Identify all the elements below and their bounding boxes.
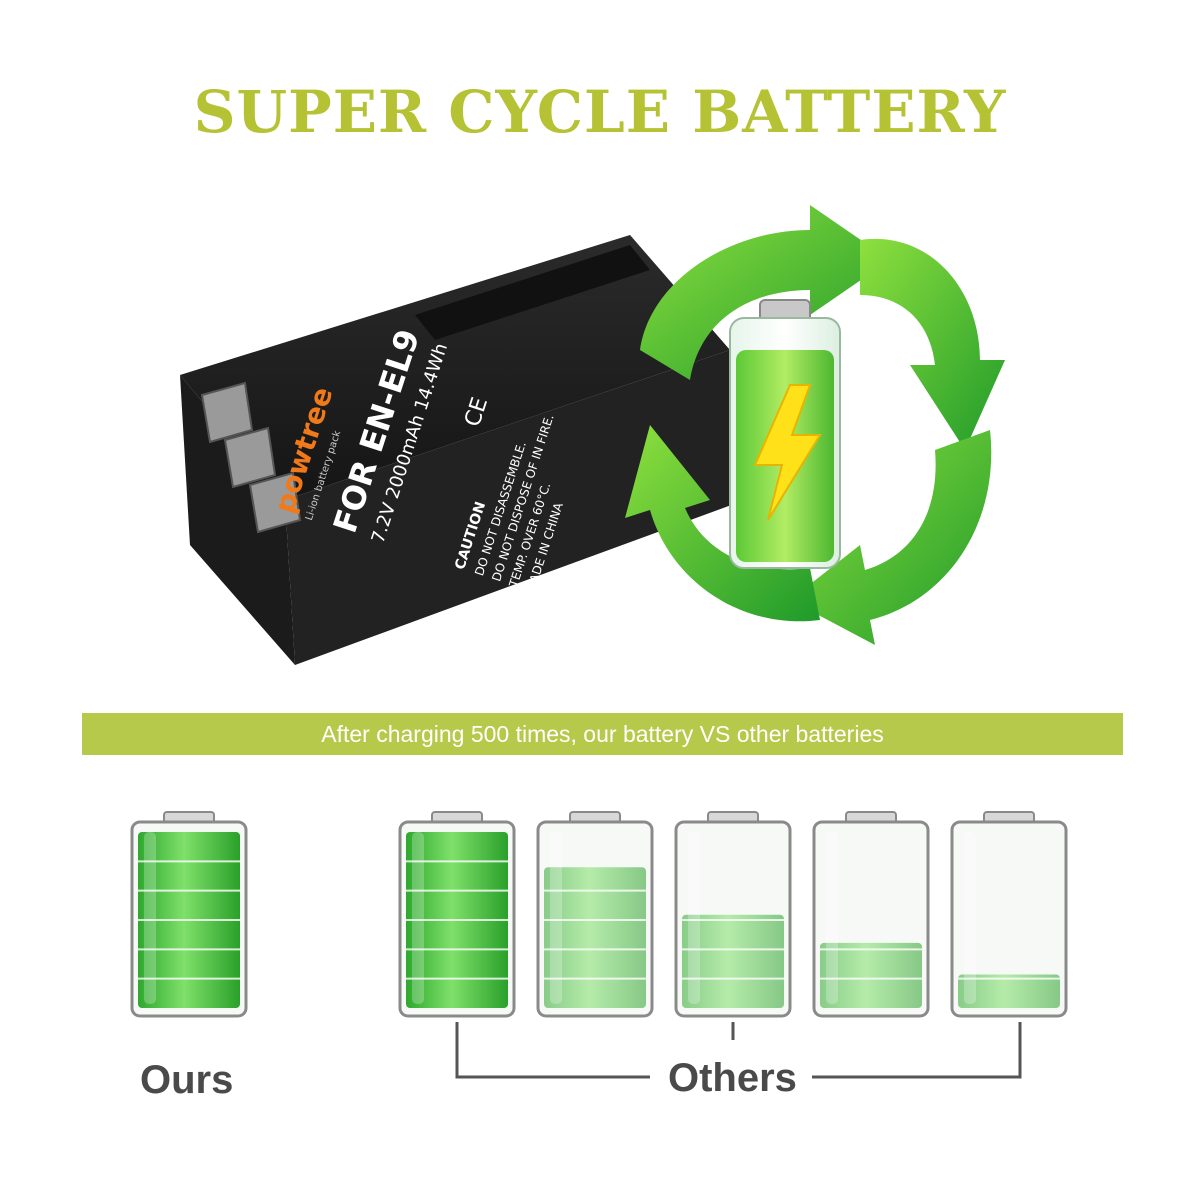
others-label: Others (668, 1056, 797, 1100)
battery-other-1 (398, 811, 516, 1018)
battery-fill (820, 942, 922, 1008)
battery-highlight (550, 832, 562, 1004)
battery-highlight (688, 832, 700, 1004)
battery-highlight (144, 832, 156, 1004)
page-title: SUPER CYCLE BATTERY (193, 78, 1007, 146)
ours-label: Ours (140, 1058, 234, 1102)
camera-battery-pack: powtree Li-ion battery pack FOR EN-EL9 7… (180, 235, 745, 665)
comparison-banner: After charging 500 times, our battery VS… (82, 713, 1123, 755)
recycle-arrows-icon (625, 205, 1005, 645)
battery-other-4 (812, 811, 930, 1018)
battery-other-2 (536, 811, 654, 1018)
battery-highlight (964, 832, 976, 1004)
battery-contacts (200, 381, 302, 534)
hero-illustration: powtree Li-ion battery pack FOR EN-EL9 7… (180, 205, 1005, 665)
battery-ours (130, 811, 248, 1018)
battery-highlight (412, 832, 424, 1004)
charging-battery-icon (729, 299, 841, 569)
lightning-icon (753, 384, 822, 521)
battery-other-3 (674, 811, 792, 1018)
battery-fill (682, 914, 784, 1008)
battery-highlight (826, 832, 838, 1004)
battery-body (950, 820, 1068, 1018)
battery-fill (544, 867, 646, 1008)
battery-other-5 (950, 811, 1068, 1018)
battery-fill (958, 974, 1060, 1008)
